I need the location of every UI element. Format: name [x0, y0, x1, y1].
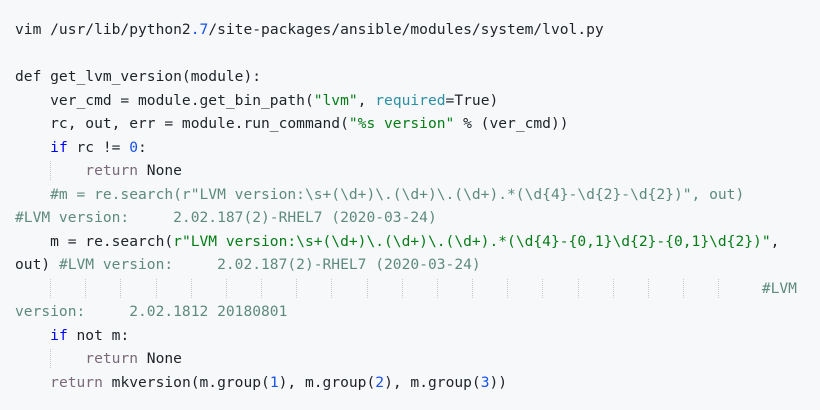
- code-line: return None: [15, 347, 797, 371]
- indent-guide: [50, 349, 52, 368]
- code-token-num: 3: [480, 373, 490, 391]
- code-token: ,: [357, 91, 376, 109]
- code-token-ret: return: [85, 162, 139, 179]
- indent-guide: [225, 278, 227, 298]
- code-token-cmt: version: 2.02.1812 20180801: [15, 303, 288, 320]
- code-token-num: 1: [269, 373, 279, 391]
- code-token: ), m.group(: [384, 373, 481, 391]
- code-token: )): [489, 373, 508, 391]
- code-line: #LVM: [15, 277, 797, 301]
- code-token: :: [138, 138, 147, 156]
- indent-guide: [436, 278, 438, 298]
- code-token: def get_lvm_version(module):: [15, 68, 262, 85]
- code-token: [15, 139, 50, 156]
- indent-guide: [472, 278, 474, 298]
- indent-guide: [85, 278, 87, 298]
- code-line: return None: [15, 159, 797, 183]
- code-token: None: [138, 162, 182, 179]
- code-token: /site-packages/ansible/modules/system/lv…: [208, 21, 604, 38]
- indent-guide: [577, 278, 579, 298]
- code-token: ), m.group(: [278, 373, 376, 391]
- code-line: vim /usr/lib/python2.7/site-packages/ans…: [15, 18, 797, 42]
- code-token: ver_cmd = module.get_bin_path(: [15, 91, 314, 109]
- code-token: % (ver_cmd)): [454, 115, 569, 132]
- code-token: None: [138, 350, 182, 367]
- code-token: m = re.search(: [15, 232, 174, 250]
- indent-guide: [612, 278, 614, 298]
- code-token: =True): [445, 91, 499, 109]
- indent-guide: [331, 278, 333, 298]
- code-token-cmt: #LVM version: 2.02.187(2)-RHEL7 (2020-03…: [58, 256, 481, 273]
- code-line: #m = re.search(r"LVM version:\s+(\d+)\.(…: [15, 183, 797, 207]
- code-block: vim /usr/lib/python2.7/site-packages/ans…: [15, 18, 797, 394]
- code-token: vim /usr/lib/python2: [15, 21, 191, 38]
- code-token: out): [15, 256, 59, 273]
- code-token-str: r"LVM version:\s+(\d+)\.(\d+)\.(\d+).*(\…: [173, 232, 771, 250]
- code-token-kw: if: [50, 138, 68, 156]
- code-token: mkversion(m.group(: [102, 373, 270, 391]
- code-token-num: .7: [190, 21, 209, 38]
- code-line: [15, 42, 797, 66]
- indent-guide: [261, 278, 263, 298]
- code-token-kw: if: [50, 326, 68, 344]
- code-token-cmt: #LVM: [15, 279, 797, 297]
- code-token-num: 0: [129, 138, 139, 156]
- code-token: [15, 327, 50, 344]
- indent-guide: [542, 278, 544, 298]
- indent-guide: [155, 278, 157, 298]
- code-token-ret: return: [85, 350, 139, 367]
- indent-guide: [120, 278, 122, 298]
- code-line: def get_lvm_version(module):: [15, 65, 797, 89]
- code-token-param: required: [375, 91, 446, 109]
- code-token-num: 2: [375, 373, 385, 391]
- code-token: not m:: [67, 326, 130, 344]
- code-line: version: 2.02.1812 20180801: [15, 300, 797, 324]
- indent-guide: [190, 278, 192, 298]
- indent-guide: [366, 278, 368, 298]
- indent-guide: [647, 278, 649, 298]
- indent-guide: [50, 278, 52, 298]
- code-line: rc, out, err = module.run_command("%s ve…: [15, 112, 797, 136]
- code-line: #LVM version: 2.02.187(2)-RHEL7 (2020-03…: [15, 206, 797, 230]
- code-line: return mkversion(m.group(1), m.group(2),…: [15, 371, 797, 395]
- code-line: out) #LVM version: 2.02.187(2)-RHEL7 (20…: [15, 253, 797, 277]
- indent-guide: [50, 161, 52, 180]
- code-token: [15, 374, 50, 391]
- indent-guide: [296, 278, 298, 298]
- indent-guide: [401, 278, 403, 298]
- code-token-ret: return: [50, 373, 103, 391]
- indent-guide: [682, 278, 684, 298]
- code-token-str: "lvm": [313, 91, 358, 109]
- code-line: if rc != 0:: [15, 136, 797, 160]
- code-token: ,: [770, 232, 780, 250]
- code-line: ver_cmd = module.get_bin_path("lvm", req…: [15, 89, 797, 113]
- code-token-str: "%s version": [348, 115, 455, 132]
- code-token-cmt: #m = re.search(r"LVM version:\s+(\d+)\.(…: [15, 185, 745, 203]
- code-line: m = re.search(r"LVM version:\s+(\d+)\.(\…: [15, 230, 797, 254]
- indent-guide: [718, 278, 720, 298]
- code-line: if not m:: [15, 324, 797, 348]
- code-token: rc, out, err = module.run_command(: [15, 115, 349, 132]
- indent-guide: [507, 278, 509, 298]
- code-token-cmt: #LVM version: 2.02.187(2)-RHEL7 (2020-03…: [15, 209, 437, 226]
- code-token: rc !=: [67, 138, 130, 156]
